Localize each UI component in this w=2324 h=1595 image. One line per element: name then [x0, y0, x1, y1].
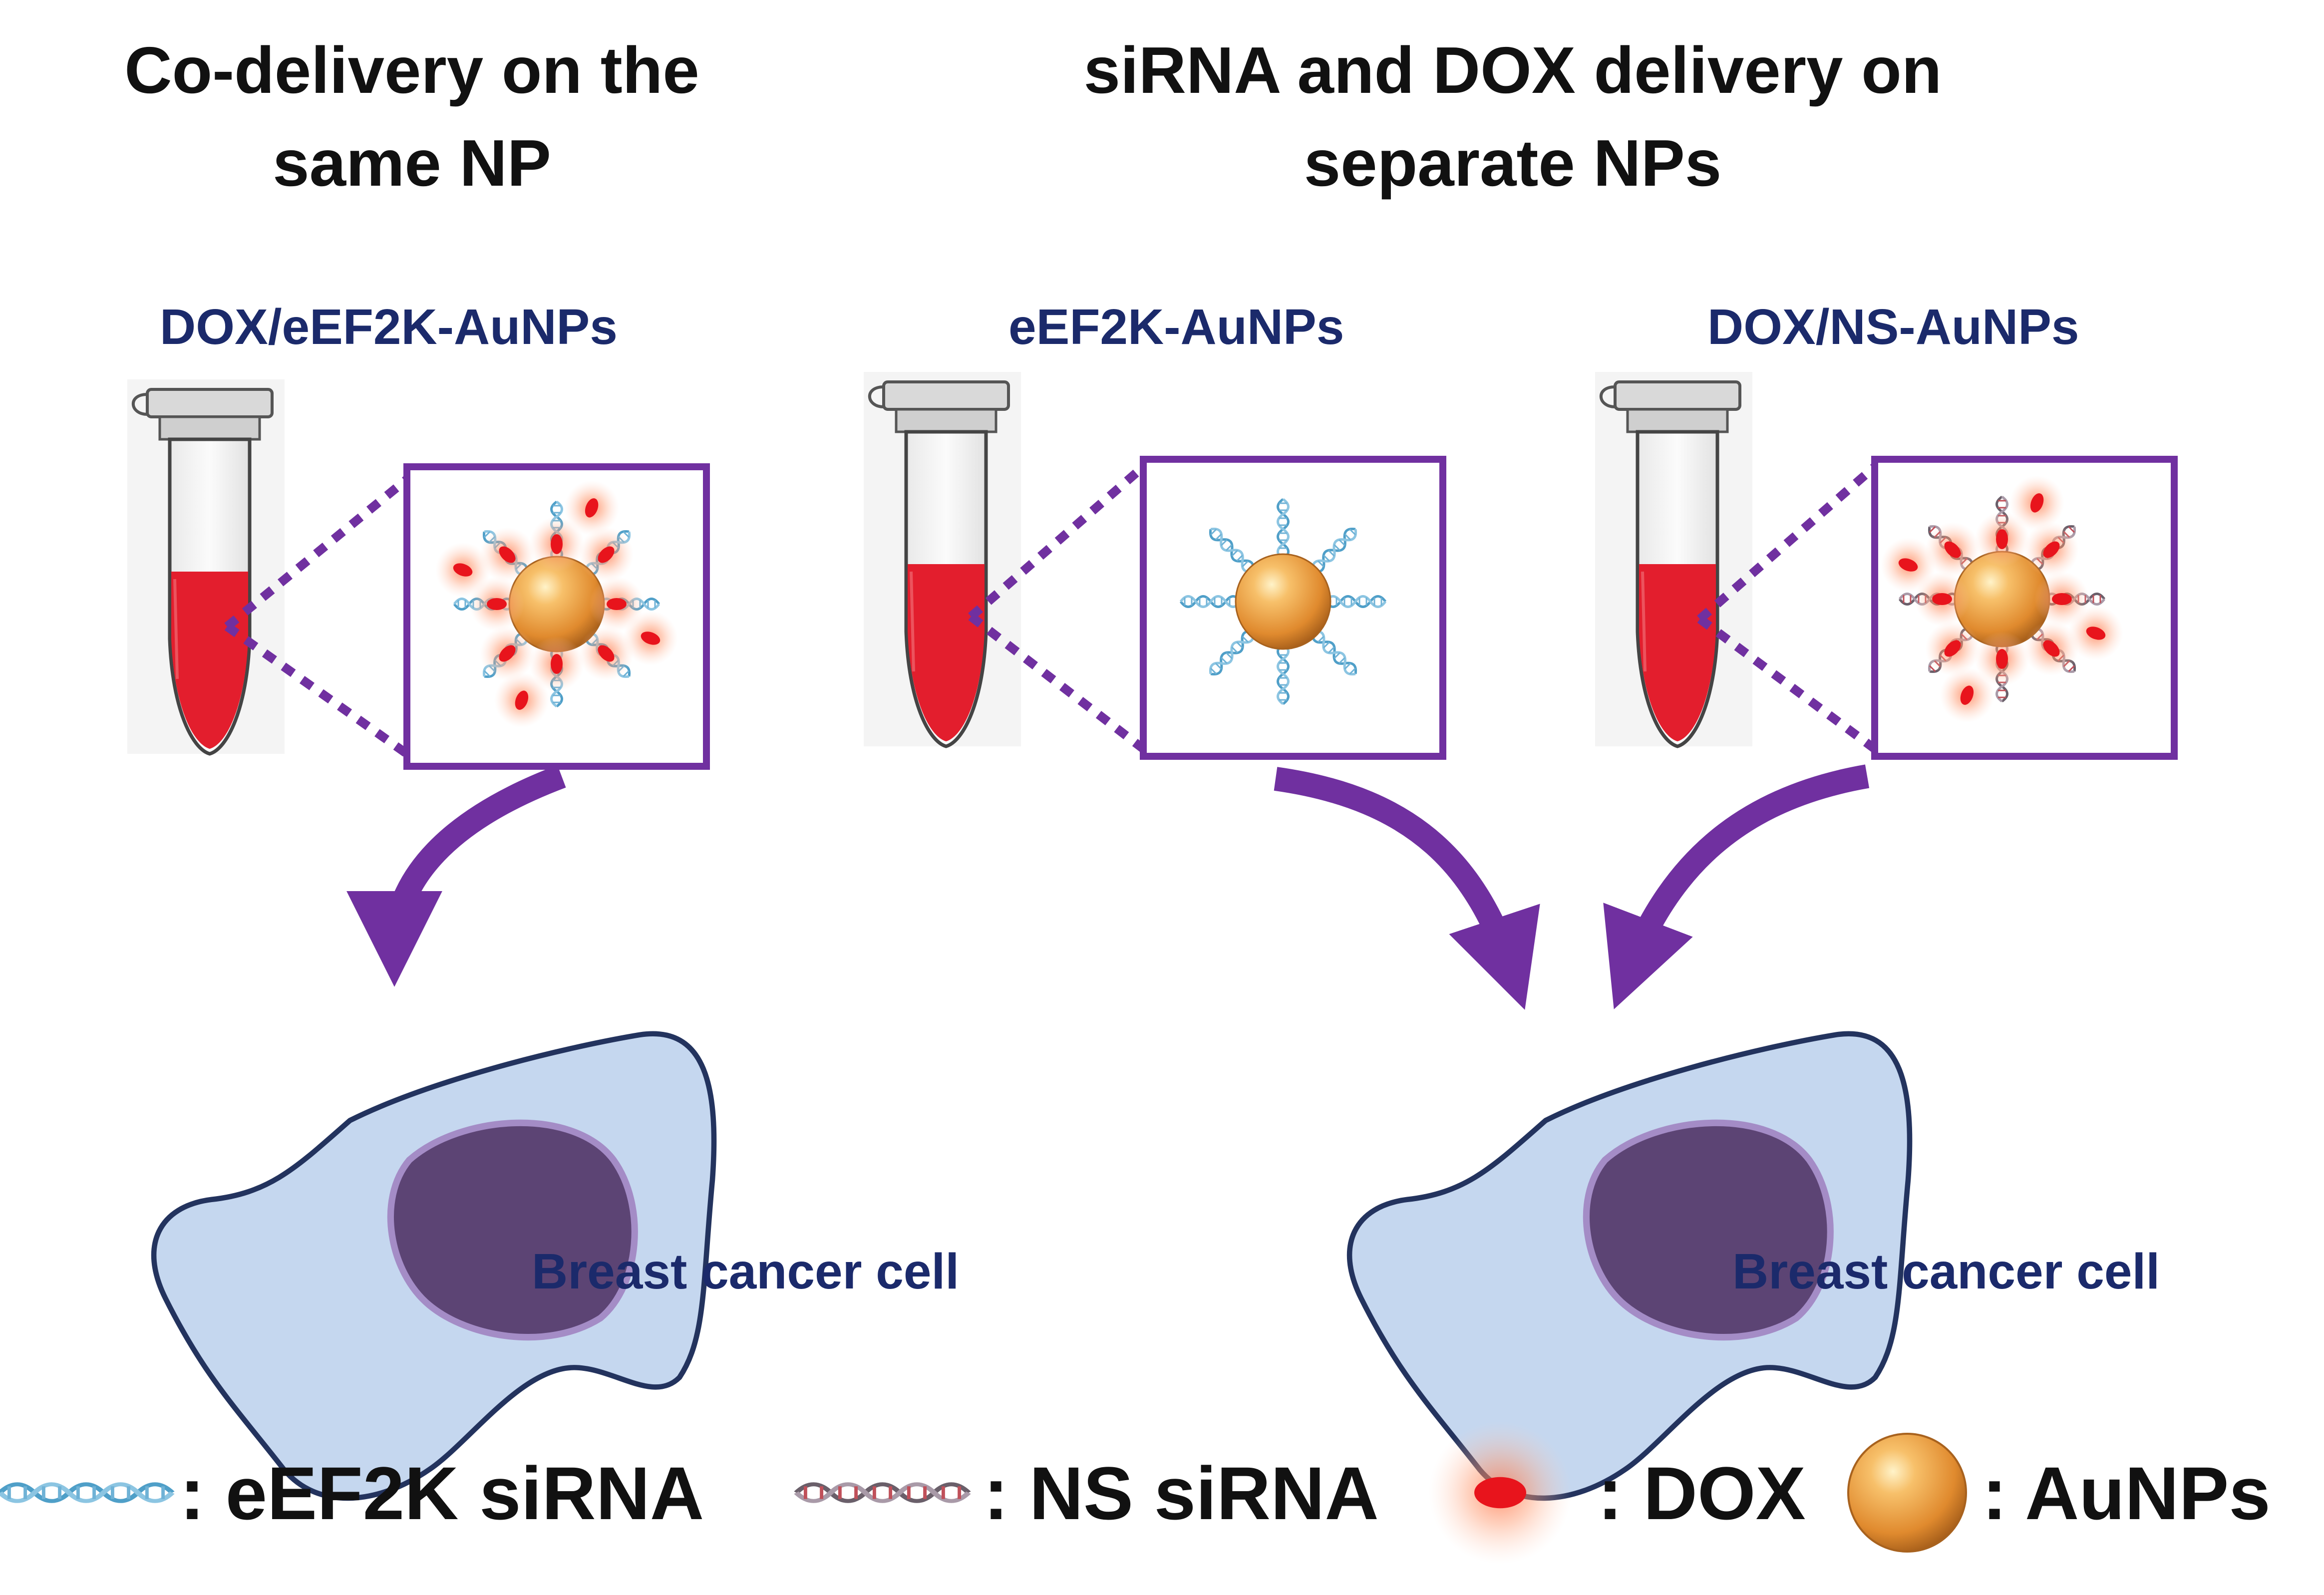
- gold-nanoparticle-icon: [1181, 499, 1385, 704]
- heading-right-line2: separate NPs: [1304, 126, 1722, 200]
- sirna-strand-icon: [796, 1484, 969, 1501]
- tube-label-2: eEF2K-AuNPs: [1008, 299, 1344, 355]
- heading-right: siRNA and DOX delivery on separate NPs: [964, 24, 2062, 210]
- eppendorf-tube-icon: [864, 372, 1021, 746]
- legend-dox: : DOX: [1598, 1451, 1806, 1535]
- dox-molecule-icon: [1429, 1421, 1572, 1564]
- eppendorf-tube-icon: [127, 379, 285, 754]
- zoom-line-top-3: [1697, 463, 1878, 623]
- heading-left: Co-delivery on the same NP: [30, 24, 794, 210]
- zoom-line-top-2: [968, 463, 1146, 620]
- curved-arrow-icon: [1274, 767, 1540, 1010]
- heading-left-line2: same NP: [273, 126, 551, 200]
- legend-eef2k-sirna: : eEF2K siRNA: [180, 1451, 704, 1535]
- curved-arrow-icon: [346, 765, 566, 987]
- gold-nanoparticle-icon: [1847, 1433, 1967, 1553]
- sirna-strand-icon: [0, 1484, 172, 1501]
- curved-arrow-icon: [1603, 764, 1870, 1009]
- tube-label-3: DOX/NS-AuNPs: [1707, 299, 2079, 355]
- cell-label-1: Breast cancer cell: [532, 1244, 960, 1299]
- eppendorf-tube-icon: [1595, 372, 1752, 746]
- legend-aunps: : AuNPs: [1982, 1451, 2271, 1535]
- zoom-line-top-1: [224, 476, 410, 630]
- legend-ns-sirna: : NS siRNA: [984, 1451, 1379, 1535]
- tube-label-1: DOX/eEF2K-AuNPs: [160, 299, 618, 355]
- cell-label-2: Breast cancer cell: [1732, 1244, 2160, 1299]
- heading-right-line1: siRNA and DOX delivery on: [1083, 33, 1942, 107]
- heading-left-line1: Co-delivery on the: [124, 33, 699, 107]
